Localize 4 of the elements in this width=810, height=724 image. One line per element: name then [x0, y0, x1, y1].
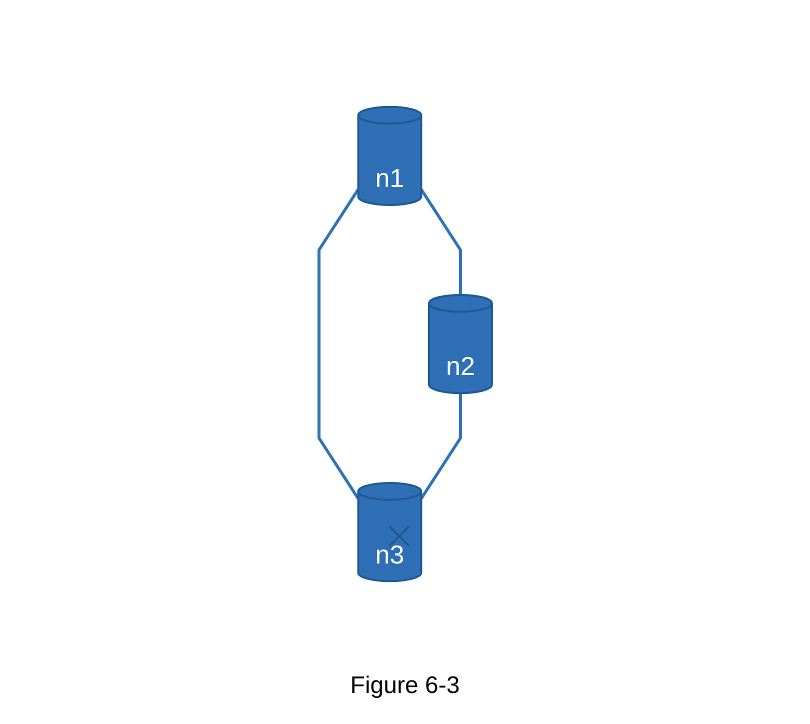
connector: [317, 188, 360, 500]
figure-caption: Figure 6-3: [350, 672, 460, 700]
connector: [419, 188, 462, 295]
connector: [419, 393, 462, 500]
